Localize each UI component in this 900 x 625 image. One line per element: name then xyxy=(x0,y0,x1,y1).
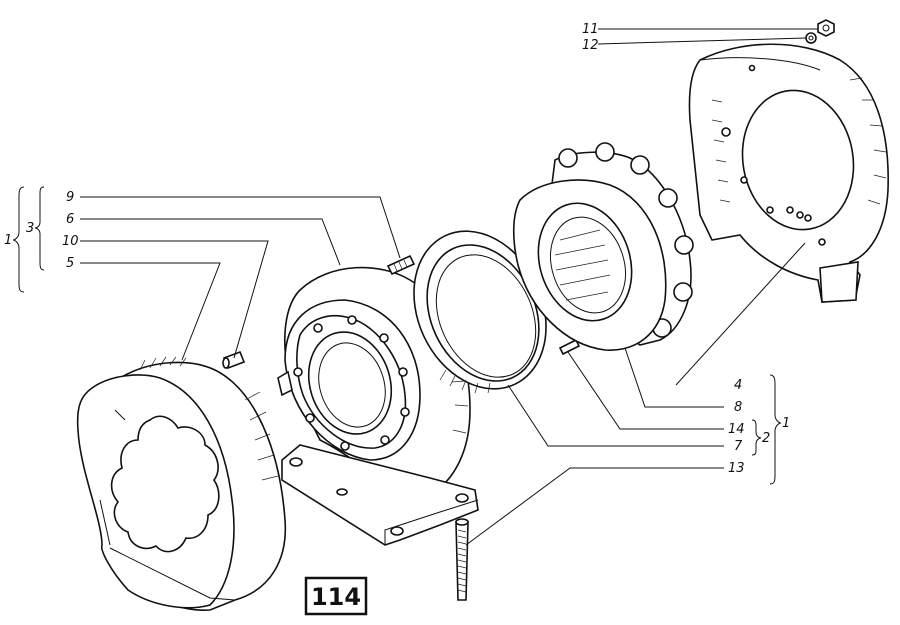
group-label-left-outer: 1 xyxy=(4,233,12,248)
group-label-right-outer: 1 xyxy=(782,416,790,431)
part-10-pin xyxy=(222,350,246,370)
part-5-housing xyxy=(76,356,287,611)
leader-7 xyxy=(507,384,724,447)
callout-labels: 11 12 9 6 10 5 4 8 14 7 13 1 3 2 1 xyxy=(4,22,790,476)
part-6-bolt-holes xyxy=(293,315,410,451)
leader-5 xyxy=(80,262,221,361)
callout-11: 11 xyxy=(582,22,599,37)
callout-6: 6 xyxy=(66,212,74,227)
brace-right-outer xyxy=(769,374,782,485)
leader-14 xyxy=(567,351,724,430)
leader-lines xyxy=(80,28,818,546)
group-label-right-inner: 2 xyxy=(762,431,770,446)
part-8-hub xyxy=(512,142,694,351)
part-11-nut xyxy=(817,19,835,37)
brace-left-inner xyxy=(34,186,45,271)
leader-6 xyxy=(80,218,341,266)
figure-number: 114 xyxy=(311,583,361,611)
part-9-stud xyxy=(386,254,416,276)
callout-8: 8 xyxy=(734,400,742,415)
figure-number-box: 114 xyxy=(304,576,368,616)
callout-7: 7 xyxy=(734,439,743,454)
leader-12 xyxy=(597,37,807,45)
leader-4 xyxy=(675,242,806,386)
callout-14: 14 xyxy=(728,422,745,437)
part-14-pin xyxy=(558,338,581,356)
callout-5: 5 xyxy=(66,256,74,271)
brace-right-inner xyxy=(751,419,762,456)
callout-10: 10 xyxy=(62,234,79,249)
leader-9 xyxy=(80,196,401,259)
leader-13 xyxy=(465,467,724,546)
leader-8 xyxy=(624,347,724,408)
part-13-stud xyxy=(455,518,469,601)
callout-13: 13 xyxy=(728,461,745,476)
group-label-left-inner: 3 xyxy=(26,221,34,236)
part-4-cover xyxy=(688,43,889,303)
callout-4: 4 xyxy=(734,378,742,393)
brace-left-outer xyxy=(12,186,25,293)
leader-10 xyxy=(80,240,269,359)
callout-9: 9 xyxy=(66,190,74,205)
part-7-ring xyxy=(413,230,547,394)
part-12-washer xyxy=(805,32,817,44)
callout-12: 12 xyxy=(582,38,599,53)
